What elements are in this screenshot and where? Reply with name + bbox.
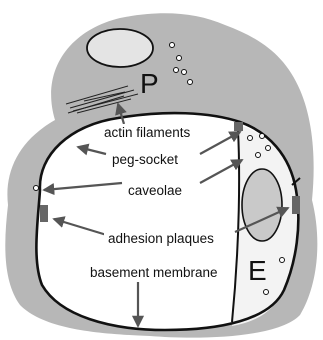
label-adhesion-plaques: adhesion plaques [108,231,214,246]
endothelial-nucleus [242,169,282,241]
pericyte-letter: P [140,68,159,99]
label-peg-socket: peg-socket [112,152,178,167]
label-basement-membrane: basement membrane [90,265,218,280]
label-caveolae: caveolae [128,183,182,198]
endothelial-letter: E [248,255,267,286]
adhesion-plaque-right [292,196,300,214]
adhesion-plaque-left [40,205,48,222]
label-actin-filaments: actin filaments [104,125,191,140]
peg-socket-marker [234,122,243,131]
pericyte-nucleus [87,29,153,67]
